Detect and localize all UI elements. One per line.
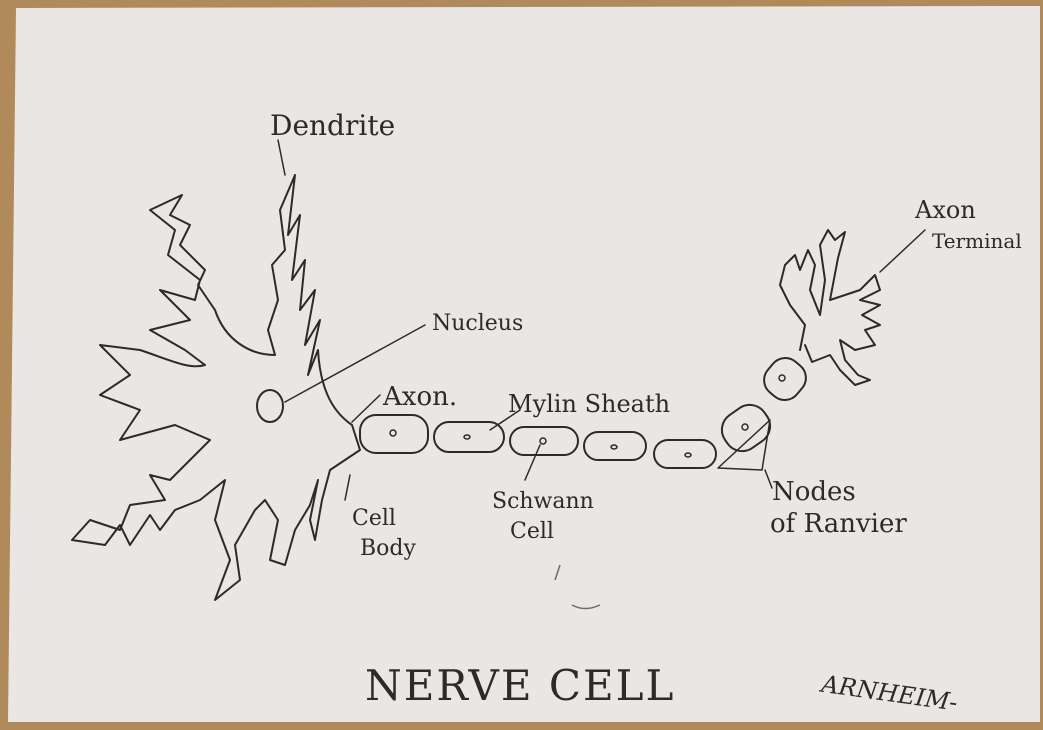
label-schwann-1: Schwann: [492, 489, 594, 514]
label-axon-terminal-2: Terminal: [932, 229, 1022, 253]
label-schwann-2: Cell: [510, 519, 554, 544]
label-axon-terminal-1: Axon: [914, 196, 976, 224]
label-nodes-1: Nodes: [772, 477, 856, 507]
label-myelin-sheath: Mylin Sheath: [508, 390, 670, 418]
label-axon: Axon.: [382, 382, 457, 412]
label-nodes-2: of Ranvier: [770, 509, 907, 539]
paper-sheet: [8, 6, 1040, 722]
label-dendrite: Dendrite: [270, 109, 395, 142]
label-cell-body-1: Cell: [352, 506, 396, 531]
label-nucleus: Nucleus: [432, 311, 523, 336]
label-cell-body-2: Body: [360, 536, 416, 561]
diagram-title: NERVE CELL: [365, 661, 675, 710]
